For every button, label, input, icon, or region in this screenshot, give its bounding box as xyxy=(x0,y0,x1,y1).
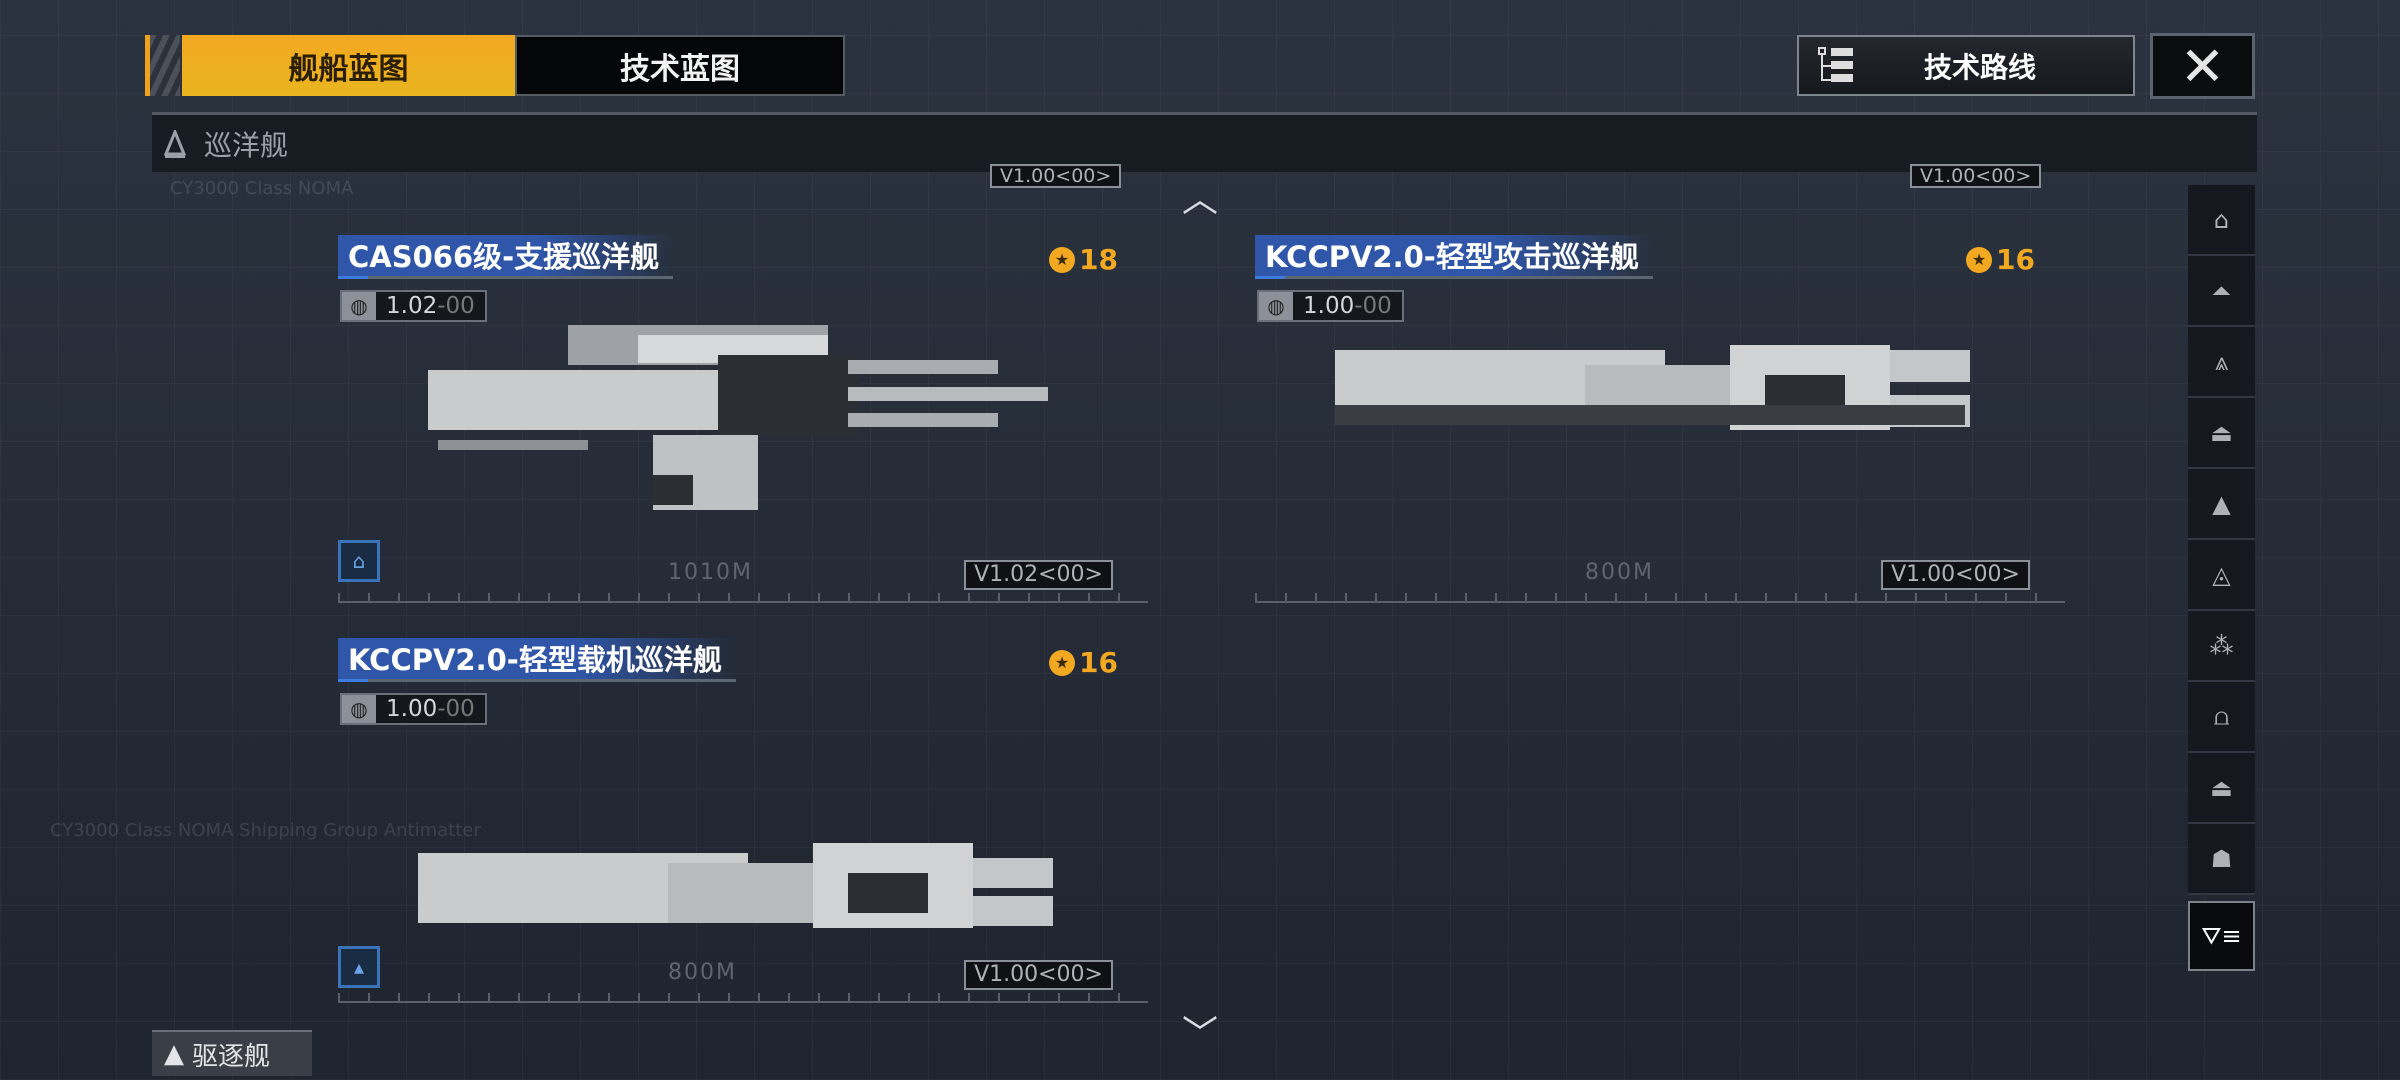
star-badge-icon: ★ xyxy=(1049,246,1076,273)
scroll-up-icon[interactable]: ︿ xyxy=(1181,179,1218,220)
ship-length: 800M xyxy=(1585,560,1654,585)
version-label: V1.00<00> xyxy=(1881,560,2030,590)
close-button[interactable]: ✕ xyxy=(2150,33,2255,99)
version-box: ◍ 1.00-00 xyxy=(1257,290,1404,322)
star-cost: ★16 xyxy=(1049,646,1118,679)
ship-image xyxy=(428,325,1048,510)
version-label: V1.00<00> xyxy=(964,960,1113,990)
station-icon[interactable]: ⩍ xyxy=(2188,682,2255,753)
version-major: 1.02 xyxy=(386,293,438,319)
close-icon: ✕ xyxy=(2179,34,2226,98)
ship-title: KCCPV2.0-轻型攻击巡洋舰 xyxy=(1255,235,1653,279)
ruler xyxy=(1255,593,2065,603)
ruler xyxy=(338,993,1148,1003)
star-cost: ★16 xyxy=(1966,243,2035,276)
globe-icon: ◍ xyxy=(1259,292,1293,320)
version-minor: -00 xyxy=(437,696,475,722)
ship-image xyxy=(1335,345,1970,430)
star-count: 18 xyxy=(1079,243,1118,276)
version-major: 1.00 xyxy=(386,696,438,722)
version-box: ◍ 1.00-00 xyxy=(340,693,487,725)
ship-card[interactable]: KCCPV2.0-轻型攻击巡洋舰 ★16 ◍ 1.00-00 800M V1.00… xyxy=(1255,235,2065,615)
ship-class-sidebar: ⌂ ⏶ ⩓ ⏏ ▲ ◬ ⁂ ⩍ ⏏ ☗ ⛛≡ xyxy=(2188,185,2255,971)
star-count: 16 xyxy=(1996,243,2035,276)
bg-text: CY3000 Class NOMA Shipping Group Antimat… xyxy=(50,820,481,841)
cruiser-icon[interactable]: ⩓ xyxy=(2188,327,2255,398)
globe-icon: ◍ xyxy=(342,292,376,320)
carrier-icon: ▴ xyxy=(338,946,380,988)
section-title: 巡洋舰 xyxy=(204,128,289,162)
next-section-destroyer[interactable]: ▲ 驱逐舰 xyxy=(152,1030,312,1076)
ship-card[interactable]: CAS066级-支援巡洋舰 ★18 ◍ 1.02-00 ⌂ 1010M V1.02… xyxy=(338,235,1148,615)
tech-route-label: 技术路线 xyxy=(1923,50,2036,84)
frigate-icon[interactable]: ▲ xyxy=(2188,469,2255,540)
star-badge-icon: ★ xyxy=(1049,649,1076,676)
tab-tech-blueprint[interactable]: 技术蓝图 xyxy=(515,35,845,96)
filter-button[interactable]: ⛛≡ xyxy=(2188,901,2255,971)
swarm-icon[interactable]: ⁂ xyxy=(2188,611,2255,682)
version-minor: -00 xyxy=(437,293,475,319)
corvette-icon[interactable]: ⏏ xyxy=(2188,753,2255,824)
star-count: 16 xyxy=(1079,646,1118,679)
destroyer-icon[interactable]: ⏏ xyxy=(2188,398,2255,469)
section-header: 巡洋舰 xyxy=(152,112,2257,172)
version-label: V1.00<00> xyxy=(1910,164,2042,188)
version-minor: -00 xyxy=(1354,293,1392,319)
filter-icon: ⛛≡ xyxy=(2201,922,2242,950)
carrier-icon[interactable]: ◬ xyxy=(2188,540,2255,611)
tree-list-icon xyxy=(1818,46,1853,82)
version-label: V1.02<00> xyxy=(964,560,1113,590)
version-box: ◍ 1.02-00 xyxy=(340,290,487,322)
cruiser-icon xyxy=(164,129,186,158)
shipyard-icon[interactable]: ⌂ xyxy=(2188,185,2255,256)
destroyer-icon: ▲ xyxy=(164,1039,184,1069)
ship-image xyxy=(418,843,1053,928)
support-icon: ⌂ xyxy=(338,540,380,582)
auxiliary-icon[interactable]: ☗ xyxy=(2188,824,2255,895)
ship-length: 800M xyxy=(668,960,737,985)
bg-text: CY3000 Class NOMA xyxy=(170,178,354,199)
tech-route-button[interactable]: 技术路线 xyxy=(1797,35,2135,96)
ship-length: 1010M xyxy=(668,560,753,585)
battleship-icon[interactable]: ⏶ xyxy=(2188,256,2255,327)
version-major: 1.00 xyxy=(1303,293,1355,319)
ship-card[interactable]: KCCPV2.0-轻型载机巡洋舰 ★16 ◍ 1.00-00 ▴ 800M V1.… xyxy=(338,638,1148,1018)
next-section-label: 驱逐舰 xyxy=(192,1041,271,1072)
tab-ship-blueprint[interactable]: 舰船蓝图 xyxy=(182,35,515,96)
tab-accent xyxy=(145,35,180,96)
star-badge-icon: ★ xyxy=(1966,246,1993,273)
ruler xyxy=(338,593,1148,603)
ship-title: CAS066级-支援巡洋舰 xyxy=(338,235,674,279)
globe-icon: ◍ xyxy=(342,695,376,723)
ship-title: KCCPV2.0-轻型载机巡洋舰 xyxy=(338,638,736,682)
version-label: V1.00<00> xyxy=(990,164,1122,188)
star-cost: ★18 xyxy=(1049,243,1118,276)
scroll-down-icon[interactable]: ﹀ xyxy=(1181,1014,1218,1055)
